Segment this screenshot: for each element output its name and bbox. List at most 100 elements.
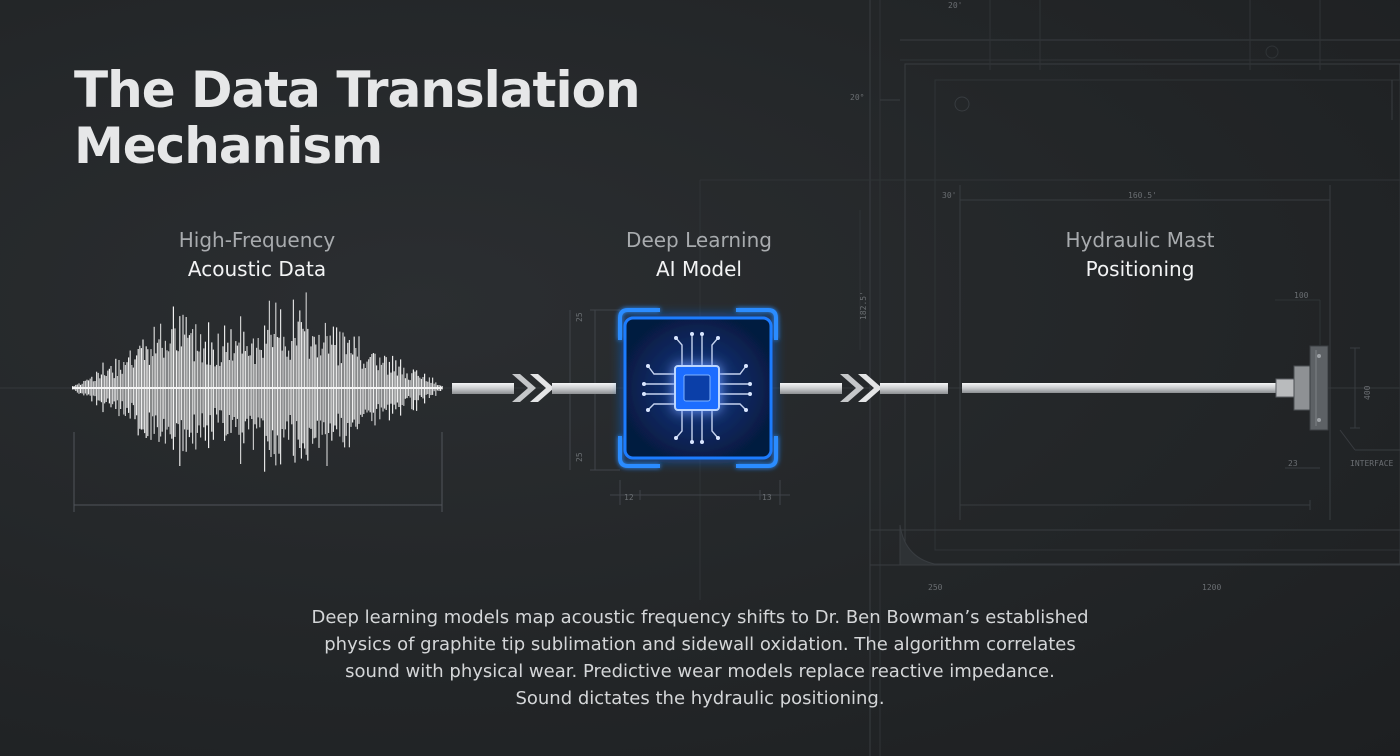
waveform-stroke: [401, 374, 403, 405]
waveform-stroke: [273, 334, 275, 455]
stage-label-hydraulic-mast-line1: Hydraulic Mast: [1065, 228, 1215, 252]
waveform-stroke: [403, 367, 405, 406]
waveform-stroke: [345, 354, 347, 436]
dim-25-bottom-label: 25: [575, 452, 584, 462]
waveform-stroke: [222, 346, 224, 423]
waveform-stroke: [292, 299, 294, 456]
waveform-stroke: [230, 329, 232, 433]
connector-bar: [780, 383, 842, 394]
waveform-stroke: [299, 310, 301, 448]
waveform-stroke: [388, 361, 390, 421]
waveform-stroke: [188, 335, 190, 438]
waveform-stroke: [323, 342, 325, 423]
waveform-stroke: [206, 364, 208, 426]
waveform-stroke: [336, 327, 338, 430]
waveform-stroke: [435, 382, 437, 396]
dim-1200-label: 1200: [1202, 583, 1221, 592]
waveform-stroke: [232, 360, 234, 420]
chevron-right-icon: [858, 374, 882, 402]
waveform-stroke: [275, 302, 277, 466]
dim-100-label: 100: [1294, 291, 1309, 300]
waveform-stroke: [158, 339, 160, 442]
caption-line: physics of graphite tip sublimation and …: [324, 634, 1076, 655]
waveform-stroke: [281, 350, 283, 429]
waveform-stroke: [196, 350, 198, 433]
waveform-stroke: [372, 353, 374, 413]
waveform-stroke: [120, 369, 122, 409]
waveform-stroke: [91, 376, 93, 402]
waveform-stroke: [358, 336, 360, 424]
blueprint-dimension-labels: 20' 20° 30' 160.5' 182.5' 100 400 23 INT…: [575, 1, 1394, 592]
waveform-stroke: [241, 353, 243, 433]
waveform-stroke: [384, 355, 386, 409]
stage-label-ai-model-line2: AI Model: [656, 257, 742, 281]
caption-line: sound with physical wear. Predictive wea…: [345, 661, 1055, 682]
dim-25-top-label: 25: [575, 312, 584, 322]
waveform-stroke: [307, 328, 309, 461]
dim-13-label: 13: [762, 493, 772, 502]
waveform-stroke: [236, 345, 238, 419]
waveform-stroke: [419, 377, 421, 396]
connector-wave-to-ai: [452, 374, 616, 402]
connector-bar: [552, 383, 616, 394]
waveform-stroke: [220, 362, 222, 411]
waveform-stroke: [172, 306, 174, 450]
waveform-stroke: [297, 321, 299, 440]
page-title-line2: Mechanism: [74, 117, 383, 175]
waveform-stroke: [308, 358, 310, 428]
dim-20-label: 20': [948, 1, 962, 10]
page-title: The Data Translation Mechanism: [74, 62, 641, 175]
waveform-stroke: [190, 333, 192, 433]
waveform-stroke: [192, 329, 194, 444]
waveform-stroke: [145, 346, 147, 438]
waveform-stroke: [134, 359, 136, 420]
waveform-stroke: [131, 365, 133, 403]
waveform-stroke: [249, 355, 251, 416]
waveform-stroke: [265, 343, 267, 436]
waveform-stroke: [321, 348, 323, 435]
waveform-stroke: [171, 329, 173, 439]
dim-12-label: 12: [624, 493, 634, 502]
connector-bar: [880, 383, 948, 394]
waveform-stroke: [235, 341, 237, 427]
waveform-stroke: [142, 339, 144, 430]
waveform-stroke: [294, 338, 296, 463]
waveform-stroke: [329, 335, 331, 424]
waveform-stroke: [209, 364, 211, 416]
waveform-stroke: [264, 325, 266, 472]
waveform-stroke: [147, 349, 149, 437]
waveform-stroke: [128, 357, 130, 413]
waveform-stroke: [406, 373, 408, 399]
waveform-stroke: [339, 331, 341, 437]
waveform-stroke: [432, 377, 434, 395]
interface-label: INTERFACE: [1350, 459, 1394, 468]
waveform-stroke: [337, 365, 339, 414]
waveform-stroke: [108, 368, 110, 404]
waveform-stroke: [107, 370, 109, 399]
waveform-stroke: [412, 369, 414, 411]
waveform-stroke: [286, 356, 288, 422]
stage-label-acoustic-line2: Acoustic Data: [187, 257, 327, 281]
waveform-stroke: [115, 358, 117, 409]
waveform-stroke: [328, 353, 330, 433]
waveform-stroke: [396, 375, 398, 403]
waveform-stroke: [291, 341, 293, 425]
waveform-stroke: [246, 346, 248, 419]
waveform-stroke: [356, 356, 358, 430]
waveform-stroke: [212, 349, 214, 440]
waveform-stroke: [104, 375, 106, 404]
waveform-stroke: [260, 350, 262, 419]
dim-250-label: 250: [928, 583, 943, 592]
chevron-right-icon: [512, 374, 536, 402]
chevron-right-icon: [840, 374, 864, 402]
waveform-stroke: [270, 334, 272, 457]
stage-label-acoustic: High-Frequency Acoustic Data: [97, 226, 417, 284]
waveform-stroke: [332, 326, 334, 432]
stage-label-ai-model-line1: Deep Learning: [626, 228, 772, 252]
waveform-stroke: [369, 357, 371, 413]
waveform-stroke: [153, 326, 155, 434]
dim-182-5-label: 182.5': [859, 291, 868, 320]
dim-30-label: 30': [942, 191, 956, 200]
